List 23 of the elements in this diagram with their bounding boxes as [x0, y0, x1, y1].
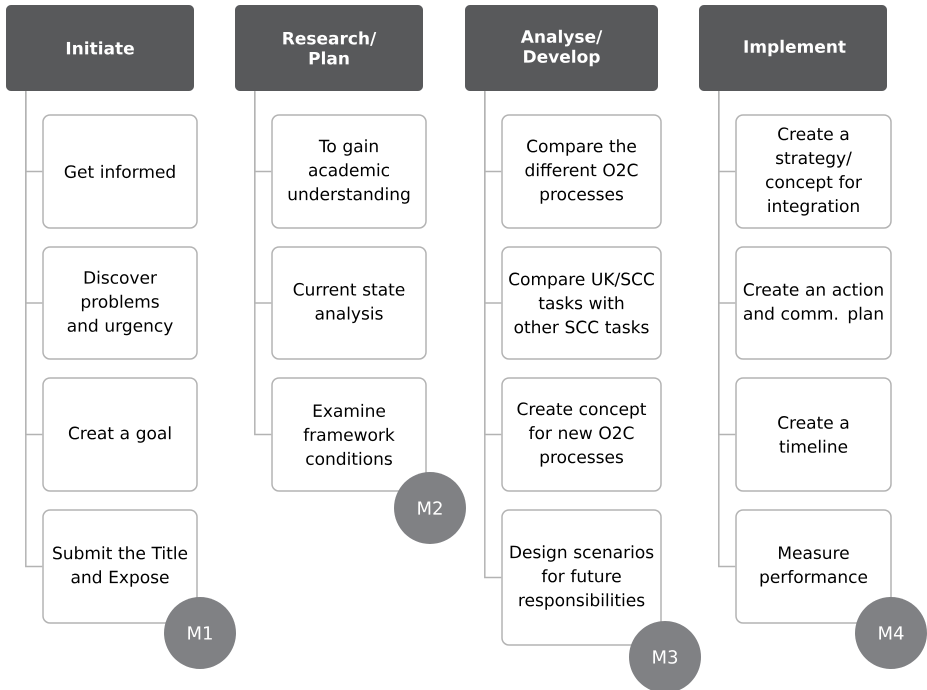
step-box: Compare UK/SCC tasks with other SCC tasks — [501, 246, 662, 360]
step-box: Submit the Title and Expose — [42, 509, 198, 624]
connector-line — [25, 91, 42, 568]
step-box: Discover problems and urgency — [42, 246, 198, 360]
step-box: Creat a goal — [42, 377, 198, 492]
header-box: Initiate — [6, 5, 194, 91]
header-box: Analyse/ Develop — [465, 5, 658, 91]
step-box: Create a strategy/ concept for integration — [735, 114, 892, 229]
step-box: To gain academic understanding — [271, 114, 427, 229]
connector-line — [254, 91, 272, 436]
step-box: Compare the different O2C processes — [501, 114, 662, 229]
header-box: Implement — [699, 5, 887, 91]
step-box: Create concept for new O2C processes — [501, 377, 662, 492]
connector-line — [484, 91, 502, 578]
step-box: Current state analysis — [271, 246, 427, 360]
step-box: Examine framework conditions — [271, 377, 427, 492]
header-box: Research/ Plan — [235, 5, 423, 91]
connector-line — [718, 91, 736, 568]
step-box: Measure performance — [735, 509, 892, 624]
step-box: Get informed — [42, 114, 198, 229]
step-box: Create an action and comm. plan — [735, 246, 892, 360]
step-box: Create a timeline — [735, 377, 892, 492]
step-box: Design scenarios for future responsibilities — [501, 509, 662, 646]
